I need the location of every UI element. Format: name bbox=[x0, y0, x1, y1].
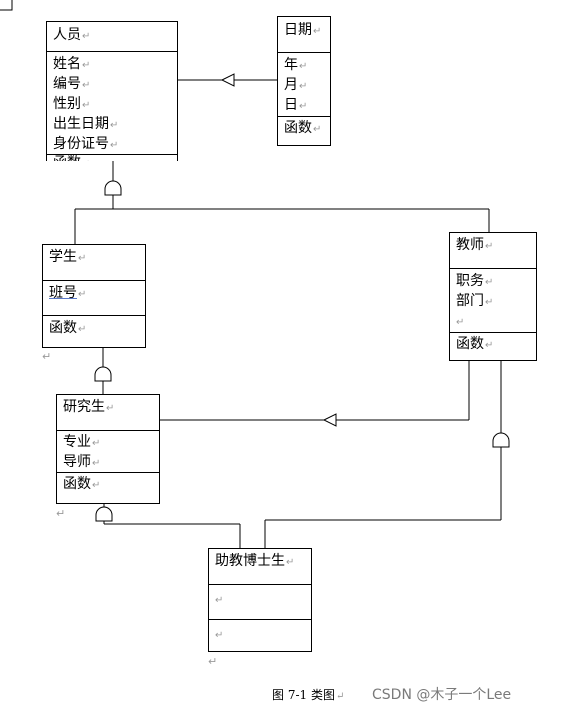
class-person: 人员↵ 姓名↵ 编号↵ 性别↵ 出生日期↵ 身份证号↵ 函数↵ bbox=[46, 21, 178, 161]
student-inherit-symbol bbox=[94, 366, 112, 382]
attr-year: 年 bbox=[284, 57, 298, 73]
page-corner-mark bbox=[0, 0, 13, 11]
caption-text: 图 7-1 类图 bbox=[272, 688, 335, 702]
class-teacher-name: 教师 bbox=[456, 237, 484, 253]
class-person-name: 人员 bbox=[53, 27, 81, 43]
class-graduate-name: 研究生 bbox=[63, 399, 105, 415]
attr-class-no: 班号 bbox=[49, 285, 77, 301]
class-date-method: 函数 bbox=[284, 120, 312, 136]
date-person-arrow bbox=[220, 73, 235, 87]
attr-id: 编号 bbox=[53, 76, 81, 92]
class-teacher: 教师↵ 职务↵ 部门↵ ↵ 函数↵ bbox=[449, 232, 537, 361]
class-ta-phd: 助教博士生↵ ↵ ↵ bbox=[208, 548, 312, 652]
attr-birthdate: 出生日期 bbox=[53, 116, 109, 132]
class-date: 日期↵ 年↵ 月↵ 日↵ 函数↵ bbox=[277, 16, 331, 146]
class-date-name: 日期 bbox=[284, 22, 312, 38]
teacher-graduate-arrow bbox=[322, 413, 337, 427]
attr-department: 部门 bbox=[456, 293, 484, 309]
attr-position: 职务 bbox=[456, 273, 484, 289]
watermark: CSDN @木子一个Lee bbox=[372, 687, 512, 703]
paragraph-mark: ↵ bbox=[208, 655, 218, 668]
class-graduate-method: 函数 bbox=[63, 476, 91, 492]
class-ta-phd-name: 助教博士生 bbox=[215, 553, 285, 569]
graduate-inherit-symbol bbox=[95, 506, 113, 522]
attr-advisor: 导师 bbox=[63, 454, 91, 470]
paragraph-mark: ↵ bbox=[456, 317, 465, 328]
attr-month: 月 bbox=[284, 77, 298, 93]
class-student-name: 学生 bbox=[49, 249, 77, 265]
class-person-method: 函数 bbox=[53, 155, 81, 161]
person-inherit-symbol bbox=[104, 180, 122, 196]
paragraph-mark: ↵ bbox=[56, 507, 66, 520]
class-student-method: 函数 bbox=[49, 320, 77, 336]
attr-gender: 性别 bbox=[53, 96, 81, 112]
paragraph-mark: ↵ bbox=[42, 350, 52, 363]
attr-day: 日 bbox=[284, 97, 298, 113]
paragraph-mark: ↵ bbox=[215, 630, 224, 641]
figure-caption: 图 7-1 类图↵ bbox=[272, 688, 345, 702]
teacher-inherit-symbol bbox=[492, 432, 510, 448]
attr-major: 专业 bbox=[63, 434, 91, 450]
attr-idcard: 身份证号 bbox=[53, 136, 109, 152]
class-student: 学生↵ 班号↵ 函数↵ bbox=[42, 244, 146, 348]
paragraph-mark: ↵ bbox=[215, 595, 224, 606]
class-graduate: 研究生↵ 专业↵ 导师↵ 函数↵ bbox=[56, 394, 160, 504]
attr-name: 姓名 bbox=[53, 56, 81, 72]
class-teacher-method: 函数 bbox=[456, 336, 484, 352]
